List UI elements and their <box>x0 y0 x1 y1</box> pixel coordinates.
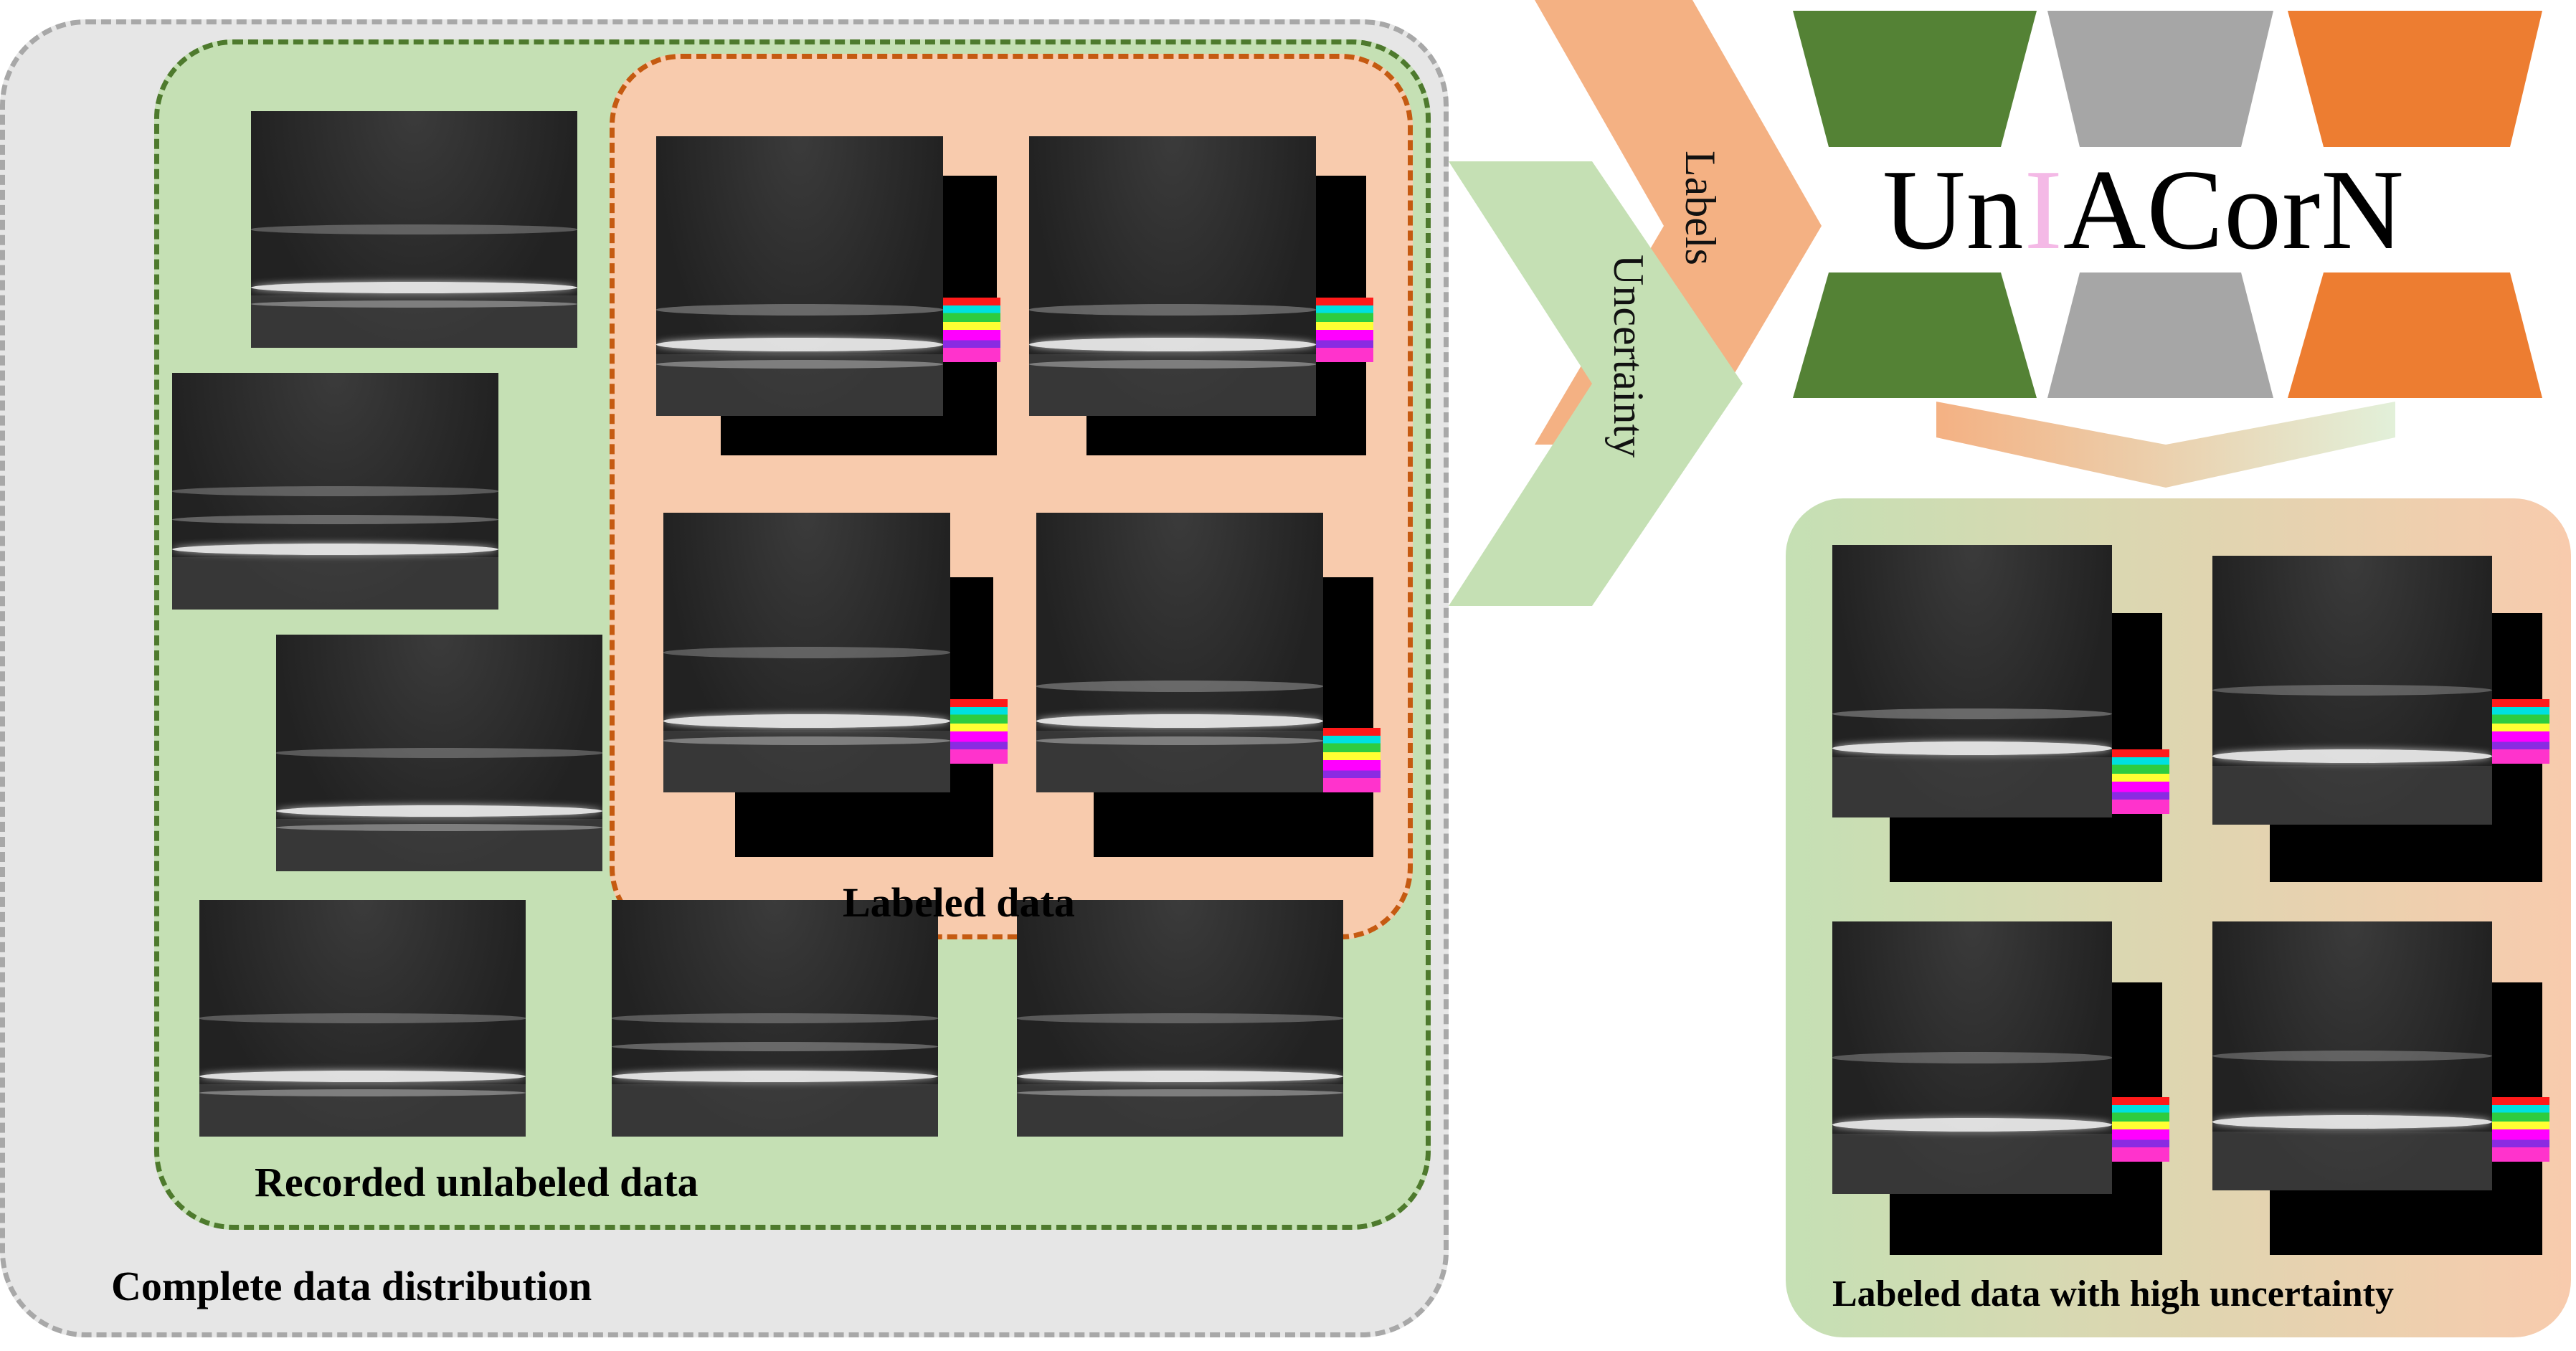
complete-data-caption: Complete data distribution <box>111 1263 592 1309</box>
oct-scan-labeled <box>663 513 950 792</box>
uncertainty-arrow-label: Uncertainty <box>1605 255 1652 458</box>
oct-scan-unlabeled <box>199 900 526 1137</box>
output-arrow <box>1936 402 2395 488</box>
model-name-box <box>1857 147 2424 272</box>
oct-scan-labeled <box>656 136 943 416</box>
segmentation-stripes <box>2492 1097 2549 1162</box>
model-name-highlight: I <box>2024 146 2063 273</box>
oct-scan-high-uncertainty <box>2212 556 2492 825</box>
segmentation-stripes <box>2492 699 2549 764</box>
oct-scan-unlabeled <box>172 373 498 610</box>
oct-scan-unlabeled <box>276 635 602 871</box>
segmentation-stripes <box>943 298 1000 362</box>
oct-scan-high-uncertainty <box>1832 921 2112 1194</box>
segmentation-stripes <box>2112 1097 2169 1162</box>
unlabeled-data-caption: Recorded unlabeled data <box>255 1159 699 1205</box>
oct-scan-unlabeled <box>612 900 938 1137</box>
labeled-data-caption: Labeled data <box>843 879 1075 926</box>
model-name: UnIACorN <box>1883 147 2405 272</box>
model-name-part2: ACorN <box>2063 146 2405 273</box>
segmentation-stripes <box>2112 749 2169 814</box>
network-blocks <box>1793 11 2542 398</box>
segmentation-stripes <box>1323 728 1381 792</box>
oct-scan-high-uncertainty <box>2212 921 2492 1190</box>
segmentation-stripes <box>1316 298 1373 362</box>
segmentation-stripes <box>950 699 1008 764</box>
model-name-part1: Un <box>1883 146 2025 273</box>
oct-scan-labeled <box>1029 136 1316 416</box>
oct-scan-labeled <box>1036 513 1323 792</box>
oct-scan-unlabeled <box>1017 900 1343 1137</box>
uncertainty-arrow <box>1449 161 1743 606</box>
oct-scan-unlabeled <box>251 111 577 348</box>
oct-scan-high-uncertainty <box>1832 545 2112 817</box>
high-uncertainty-caption: Labeled data with high uncertainty <box>1832 1274 2394 1314</box>
